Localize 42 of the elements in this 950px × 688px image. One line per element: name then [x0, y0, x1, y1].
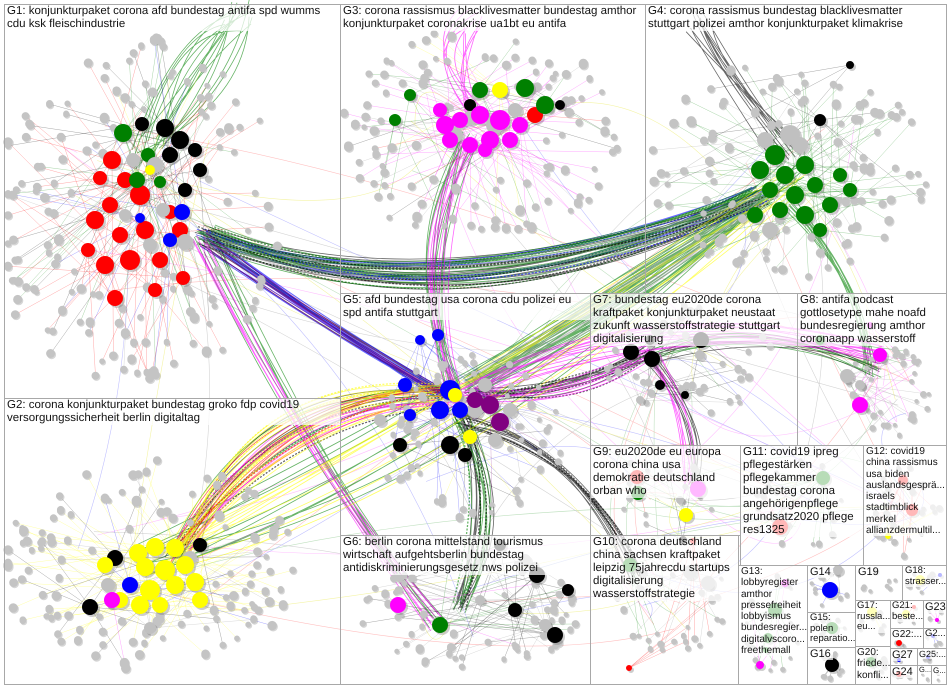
group-label: G22:... [891, 629, 923, 640]
group-label: G2... [924, 629, 946, 640]
group-panel [902, 565, 947, 601]
group-panel [590, 445, 741, 536]
group-panel [917, 665, 932, 685]
group-label: G11: covid19 ipreg pflegestärken pflegekammer bundestag corona angehörigenpflege grundsatz2020 pflege res1325 [741, 446, 863, 537]
group-label: G20: friede... konfli... [856, 647, 890, 681]
group-label: G16 [808, 648, 833, 660]
group-label: G23 [924, 601, 946, 614]
group-label: G9: eu2020de eu europa corona china usa demokratie deutschland orban who [591, 446, 740, 498]
group-panel [340, 535, 591, 685]
group-panel [923, 628, 947, 649]
group-panel [4, 4, 341, 399]
group-panel [797, 293, 947, 446]
group-panel [931, 665, 947, 685]
group-panel [645, 4, 947, 294]
group-panel [807, 647, 856, 685]
group-label: G2: corona konjunkturpaket bundestag groko fdp covid19 versorgungssicherheit berlin digitaltag [5, 399, 340, 425]
group-label: G17: russla... eu... [856, 601, 890, 634]
group-label: G5: afd bundestag usa corona cdu polizei eu spd antifa stuttgart [341, 294, 590, 320]
group-label: G18: strasser... [903, 566, 946, 588]
group-label: G6: berlin corona mittelstand tourismus wirtschaft aufgehtsberlin bundestag antidiskriminierungsgesetz nws polizei [341, 536, 590, 575]
group-panel [740, 445, 864, 566]
group-label: G... [932, 666, 946, 676]
group-panel [4, 398, 341, 685]
group-label: G10: corona deutschland china sachsen kraftpaket leipzig 75jahrecdu startups digitalisierung wasserstoffstrategie [591, 536, 738, 601]
group-label: G19 [856, 566, 881, 578]
group-label: G13: lobbyregister amthor pressefreiheit lobbyismus bundesregier... digitalvscoro... freethemall [739, 566, 807, 656]
group-label: G14 [808, 566, 833, 578]
group-panel [890, 665, 918, 685]
group-label: G7: bundestag eu2020de corona kraftpaket konjunkturpaket neustaat zukunft wasserstoffstrategie stuttgart digitalisierung [591, 294, 797, 346]
group-label: G24 [891, 666, 914, 678]
group-label: G15: polen reparatio... [808, 613, 855, 646]
group-label: G25:... [918, 649, 946, 660]
group-panel [863, 445, 947, 566]
group-panel [923, 600, 947, 629]
group-panel [590, 535, 739, 685]
group-panel [738, 565, 808, 685]
group-label: G21: beste... [891, 601, 923, 622]
group-panel [917, 648, 947, 666]
group-label: G12: covid19 china rassismus usa biden auslandsgesprä... israels stadtimblick merkel allianzdermultil... [864, 446, 946, 536]
group-label: G27 [891, 649, 914, 662]
